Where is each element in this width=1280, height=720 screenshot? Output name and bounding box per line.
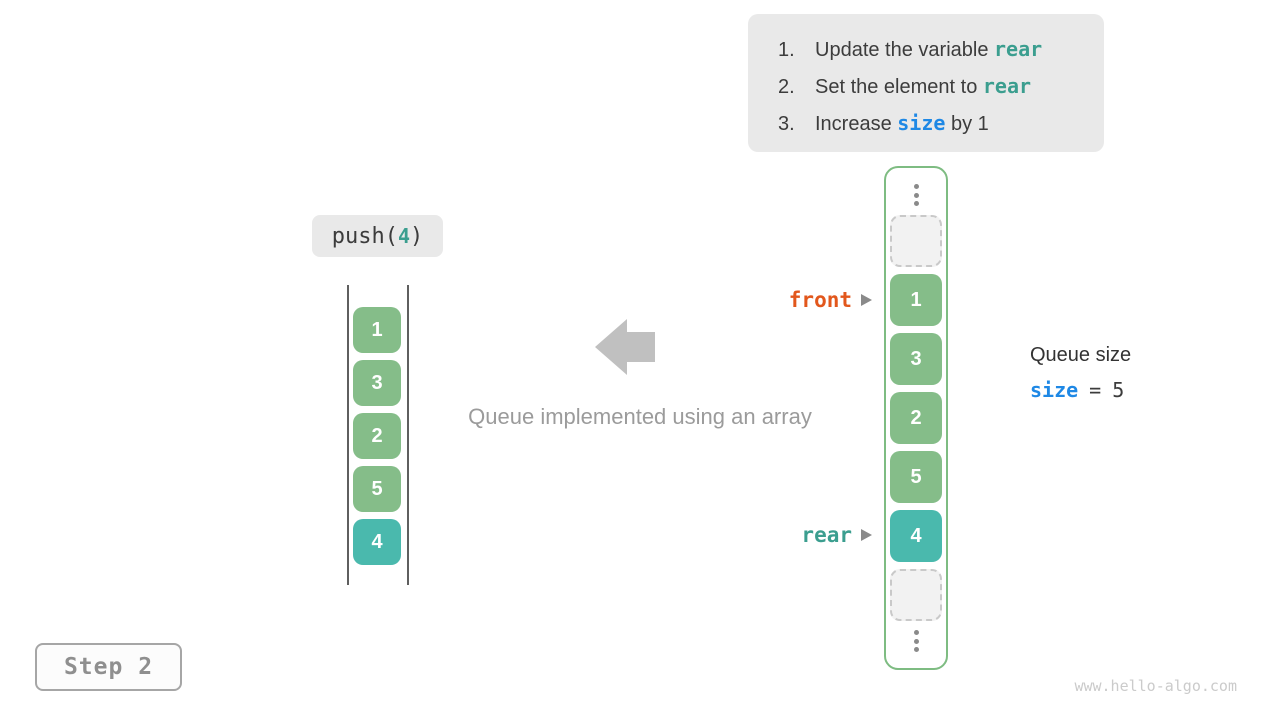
push-close-paren: ) [410, 223, 424, 249]
dot [913, 638, 919, 644]
stack-box: 2 [353, 413, 401, 459]
dot [913, 192, 919, 198]
array-cell: 2 [890, 392, 942, 444]
queue-size-value-line: size = 5 [1030, 378, 1131, 402]
caption-text: Queue implemented using an array [468, 404, 812, 429]
instruction-box: 1. Update the variable rear 2. Set the e… [748, 14, 1104, 152]
pointer-arrow-icon [861, 529, 872, 541]
equals-sign: = [1089, 378, 1102, 402]
ellipsis-dots-icon [913, 628, 919, 654]
array-cell: 4 [890, 510, 942, 562]
dot [913, 647, 919, 652]
array-empty-cell [890, 569, 942, 621]
code-token-rear: rear [994, 37, 1043, 61]
instruction-text: Set the element to rear [815, 74, 1032, 98]
instruction-text: Increase size by 1 [815, 111, 989, 135]
stack-box: 5 [353, 466, 401, 512]
ellipsis-dots-icon [913, 182, 919, 208]
queue-size-value: 5 [1112, 378, 1125, 402]
array-cell: 3 [890, 333, 942, 385]
step-badge: Step 2 [35, 643, 182, 691]
front-pointer: front [650, 287, 872, 313]
stack-box: 4 [353, 519, 401, 565]
instruction-number: 1. [778, 39, 795, 61]
code-token-size: size [1030, 378, 1079, 402]
push-call-label: push(4) [312, 215, 443, 257]
instruction-item: 1. Update the variable rear [778, 36, 1104, 63]
step-badge-label: Step 2 [63, 654, 154, 680]
array-empty-cell [890, 215, 942, 267]
dot [913, 630, 919, 635]
rear-pointer: rear [650, 522, 872, 548]
array-cell: 5 [890, 451, 942, 503]
instruction-number: 2. [778, 76, 795, 98]
stack-left-line [347, 285, 349, 585]
dot [913, 201, 919, 206]
array-cell: 1 [890, 274, 942, 326]
stack-box: 1 [353, 307, 401, 353]
queue-size-block: Queue size size = 5 [1030, 344, 1131, 402]
push-arg-value: 4 [397, 224, 411, 248]
instruction-item: 2. Set the element to rear [778, 73, 1104, 100]
stack-right-line [407, 285, 409, 585]
code-token-rear: rear [982, 74, 1032, 98]
array-container: 1 3 2 5 4 [884, 166, 948, 670]
stack-box: 3 [353, 360, 401, 406]
dot [913, 184, 919, 189]
left-stack: 1 3 2 5 4 [347, 285, 409, 585]
instruction-text: Update the variable rear [815, 37, 1043, 61]
pointer-arrow-icon [861, 294, 872, 306]
push-fn-text: push( [331, 223, 398, 249]
front-pointer-label: front [788, 288, 852, 312]
queue-size-title: Queue size [1030, 344, 1132, 366]
rear-pointer-label: rear [801, 523, 852, 547]
instruction-item: 3. Increase size by 1 [778, 110, 1104, 137]
watermark-text: www.hello-algo.com [1074, 677, 1237, 695]
instruction-number: 3. [778, 113, 795, 135]
left-arrow-icon [595, 319, 655, 375]
code-token-size: size [897, 111, 946, 135]
